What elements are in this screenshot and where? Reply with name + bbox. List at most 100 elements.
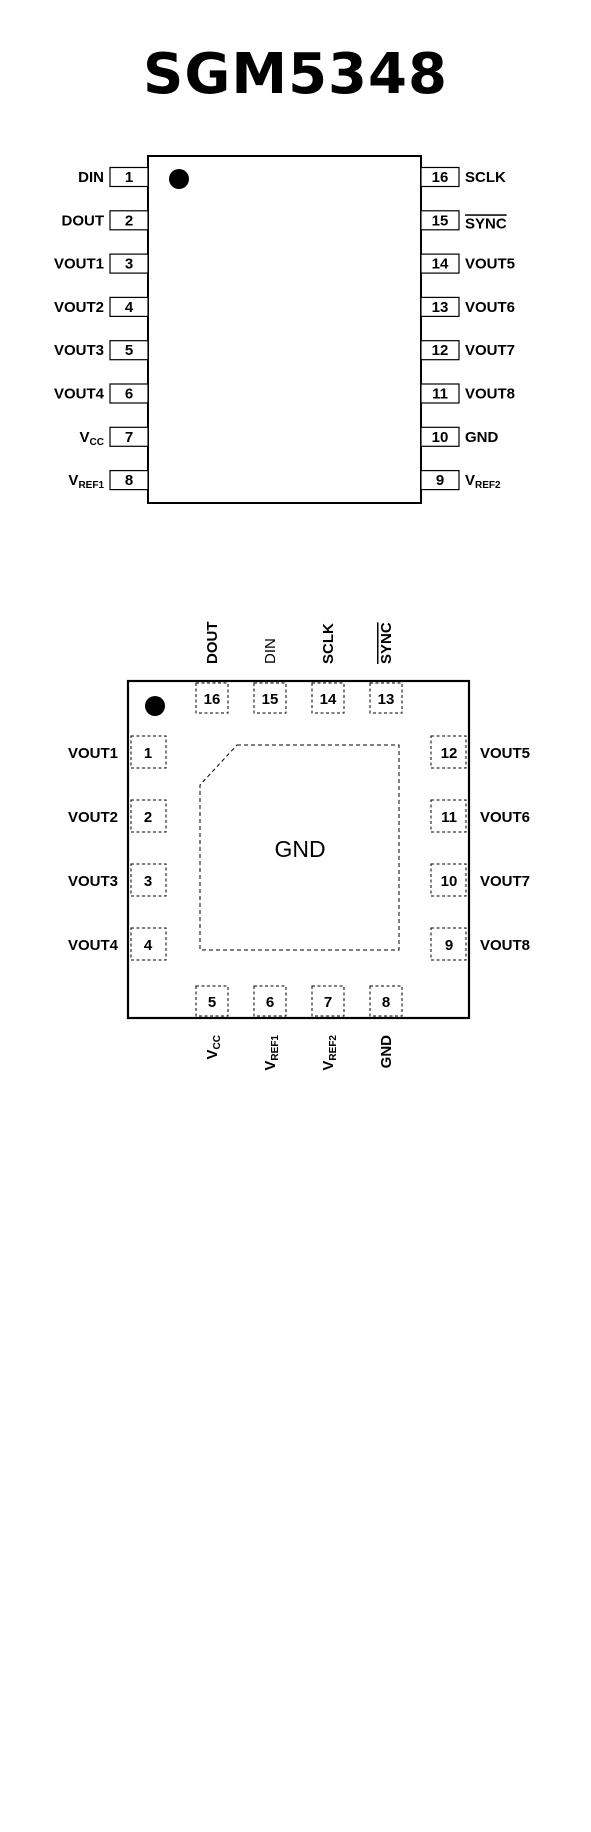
- pin-label-vcc: VCC: [204, 1035, 223, 1059]
- pin-label-sync: SYNC: [378, 622, 395, 664]
- pin-number: 15: [262, 691, 279, 708]
- pin-number: 3: [125, 256, 133, 273]
- pin-number: 1: [125, 169, 133, 186]
- qfn-pin-14: 14 SCLK: [311, 623, 345, 714]
- pin-pad: [130, 863, 167, 897]
- pin-label-vout1: VOUT1: [68, 745, 118, 762]
- tssop-pin-11: 11 VOUT8: [420, 383, 515, 404]
- pin-number: 14: [432, 256, 449, 273]
- pin-box: [109, 253, 149, 274]
- pin-number: 13: [432, 299, 449, 316]
- pin-pad: [311, 682, 345, 714]
- pin-pad: [430, 863, 467, 897]
- pin-pad: [430, 799, 467, 833]
- qfn-pin-4: 4 VOUT4: [68, 927, 167, 961]
- pin-number: 14: [320, 691, 337, 708]
- pin-label-vref1: VREF1: [262, 1035, 281, 1071]
- pin-number: 2: [144, 809, 152, 826]
- pin1-marker-dot: [169, 169, 189, 189]
- pin-number: 4: [125, 299, 134, 316]
- pin-pad: [130, 799, 167, 833]
- pin-number: 7: [324, 994, 332, 1011]
- pin-label-vout5: VOUT5: [480, 745, 530, 762]
- pin-label-din: DIN: [78, 169, 104, 186]
- pin-label-vout8: VOUT8: [465, 386, 515, 403]
- pin-number: 10: [432, 429, 449, 446]
- pin-number: 5: [125, 342, 133, 359]
- tssop-pin-14: 14 VOUT5: [420, 253, 515, 274]
- pin-number: 9: [436, 472, 444, 489]
- pin-box: [420, 470, 460, 491]
- pin-box: [109, 426, 149, 447]
- pin-label-vref2: VREF2: [320, 1035, 339, 1071]
- pin-box: [109, 296, 149, 317]
- pin-box: [109, 210, 149, 231]
- pin-box: [109, 383, 149, 404]
- pin-number: 6: [266, 994, 274, 1011]
- pin-number: 3: [144, 873, 152, 890]
- pin-pad: [369, 985, 403, 1017]
- pin-number: 11: [432, 386, 448, 403]
- pin-box: [420, 166, 460, 188]
- tssop-pin-8: 8 VREF1: [68, 470, 149, 491]
- pin-number: 8: [382, 994, 390, 1011]
- pin-pad: [253, 682, 287, 714]
- tssop-pin-9: 9 VREF2: [420, 470, 501, 491]
- pin-label-sclk: SCLK: [465, 169, 506, 186]
- pin-label-gnd: GND: [465, 429, 499, 446]
- diagram-title: SGM5348: [143, 42, 448, 107]
- pin-pad: [195, 682, 229, 714]
- pin-number: 16: [204, 691, 221, 708]
- exposed-pad-label: GND: [274, 836, 325, 862]
- pin-label-vout7: VOUT7: [480, 873, 530, 890]
- pin-number: 1: [144, 745, 152, 762]
- pin-pad: [130, 927, 167, 961]
- pin-number: 13: [378, 691, 395, 708]
- pin-label-vout6: VOUT6: [465, 299, 515, 316]
- pin-label-sclk: SCLK: [320, 623, 337, 664]
- qfn-pin-13: 13 SYNC: [369, 622, 403, 714]
- tssop-pin-5: 5 VOUT3: [54, 340, 149, 361]
- tssop-pin-1: 1 DIN: [78, 166, 149, 188]
- pin1-marker-dot: [145, 696, 165, 716]
- pin-pad: [253, 985, 287, 1017]
- pin-label-vout5: VOUT5: [465, 256, 515, 273]
- qfn-pin-1: 1 VOUT1: [68, 735, 167, 769]
- pin-pad: [130, 735, 167, 769]
- pin-box: [109, 340, 149, 361]
- pin-box: [420, 340, 460, 361]
- pin-label-vref1: VREF1: [68, 472, 104, 491]
- pin-label-dout: DOUT: [62, 212, 105, 229]
- pin-pad: [430, 735, 467, 769]
- pin-box: [109, 470, 149, 491]
- pin-number: 16: [432, 169, 449, 186]
- pin-label-vout4: VOUT4: [68, 937, 119, 954]
- pin-label-vout2: VOUT2: [54, 299, 104, 316]
- tssop-package: 1DIN2DOUT3VOUT14VOUT25VOUT36VOUT47VCC8VR…: [54, 155, 515, 504]
- pin-label-vout4: VOUT4: [54, 386, 105, 403]
- pin-label-vref2: VREF2: [465, 472, 501, 491]
- pin-box: [420, 296, 460, 317]
- qfn-body: [126, 679, 471, 1020]
- pin-label-vout3: VOUT3: [54, 342, 104, 359]
- pin-number: 4: [144, 937, 153, 954]
- exposed-pad: [199, 744, 400, 951]
- pin-box: [420, 253, 460, 274]
- pin-number: 11: [441, 809, 457, 826]
- pin-label-vout8: VOUT8: [480, 937, 530, 954]
- pin-pad: [195, 985, 229, 1017]
- pin-number: 5: [208, 994, 216, 1011]
- pin-number: 8: [125, 472, 133, 489]
